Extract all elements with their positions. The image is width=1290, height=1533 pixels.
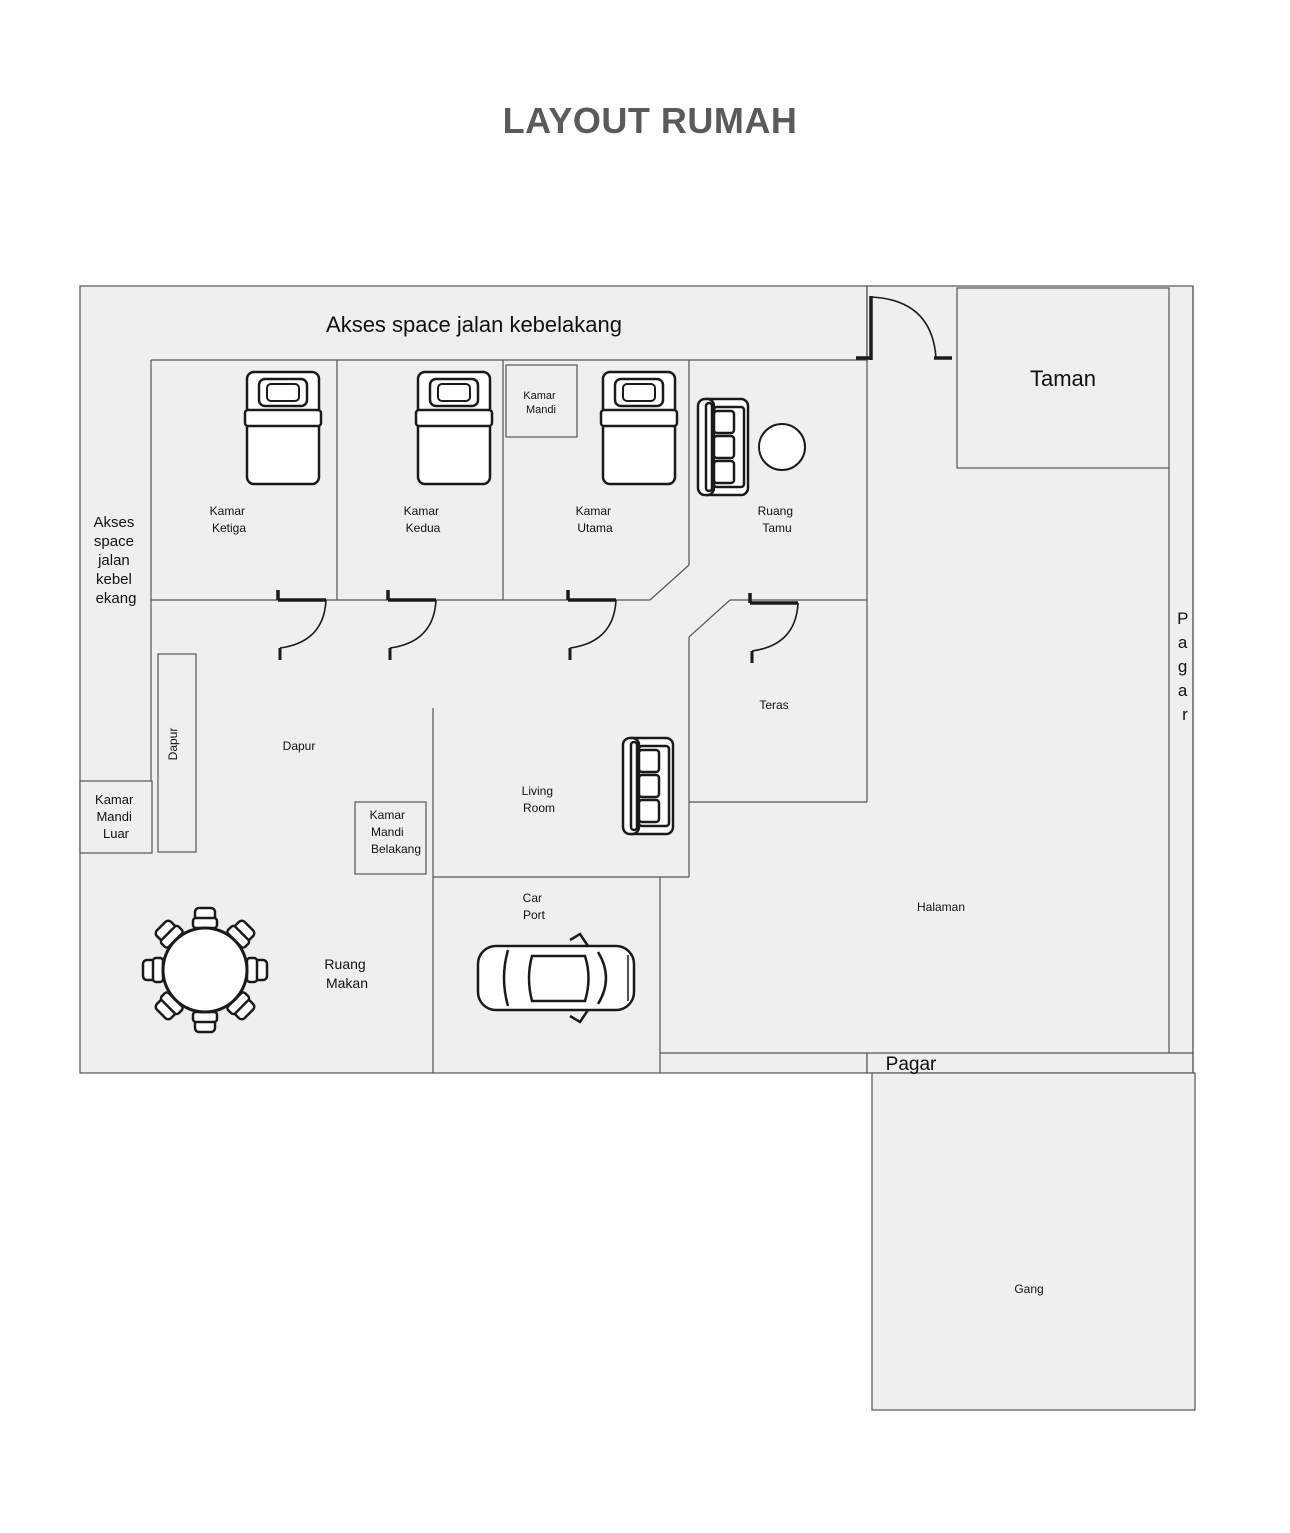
pagar-bottom-label: Pagar bbox=[886, 1054, 937, 1075]
gang-label: Gang bbox=[1014, 1282, 1043, 1296]
kamar-mandi-luar-label: Kamar Mandi Luar bbox=[95, 792, 137, 841]
akses-side-line: space bbox=[94, 533, 134, 550]
bed-kamar-kedua-icon bbox=[414, 370, 494, 486]
taman-area bbox=[956, 287, 1170, 469]
kamar-mandi-luar-box bbox=[79, 780, 153, 854]
akses-side-line: ekang bbox=[96, 590, 137, 607]
halaman-label: Halaman bbox=[917, 900, 965, 914]
akses-side-line: Akses bbox=[93, 514, 134, 531]
bed-kamar-utama-icon bbox=[599, 370, 679, 486]
taman-label: Taman bbox=[1030, 366, 1096, 391]
kamar-kedua-label: Kamar Kedua bbox=[404, 504, 443, 535]
akses-side-line: kebel bbox=[96, 571, 132, 588]
pagar-side-label: P a g a r bbox=[1177, 609, 1193, 724]
door-main-entrance[interactable] bbox=[856, 296, 952, 360]
dapur-counter bbox=[157, 653, 197, 853]
living-room-label: Living Room bbox=[522, 784, 557, 815]
kamar-mandi-utama-box bbox=[505, 364, 578, 438]
akses-side-line: jalan bbox=[97, 552, 130, 569]
car-port-label: Car Port bbox=[523, 891, 546, 922]
kamar-utama-label: Kamar Utama bbox=[576, 504, 615, 535]
kamar-ketiga-label: Kamar Ketiga bbox=[210, 504, 249, 535]
kamar-mandi-utama-label: Kamar Mandi bbox=[523, 390, 558, 416]
ruang-makan-label: Ruang Makan bbox=[324, 956, 369, 991]
akses-top-label: Akses space jalan kebelakang bbox=[326, 312, 622, 337]
kamar-mandi-belakang-label: Kamar Mandi Belakang bbox=[370, 808, 421, 856]
ruang-tamu-label: Ruang Tamu bbox=[758, 504, 797, 535]
dining-table-icon bbox=[141, 906, 269, 1034]
dapur-counter-label: Dapur bbox=[166, 728, 180, 761]
round-table-icon bbox=[758, 423, 806, 471]
bed-kamar-ketiga-icon bbox=[243, 370, 323, 486]
teras-label: Teras bbox=[759, 698, 788, 712]
akses-side-label: Akses space jalan kebel ekang bbox=[93, 514, 138, 607]
gang-area bbox=[871, 1072, 1196, 1411]
page-title: LAYOUT RUMAH bbox=[502, 100, 798, 141]
dapur-label: Dapur bbox=[283, 739, 316, 753]
sofa-living-room-icon bbox=[621, 736, 675, 836]
kamar-mandi-belakang-box bbox=[354, 801, 427, 875]
sofa-ruang-tamu-icon bbox=[696, 397, 750, 497]
car-icon bbox=[476, 932, 636, 1024]
